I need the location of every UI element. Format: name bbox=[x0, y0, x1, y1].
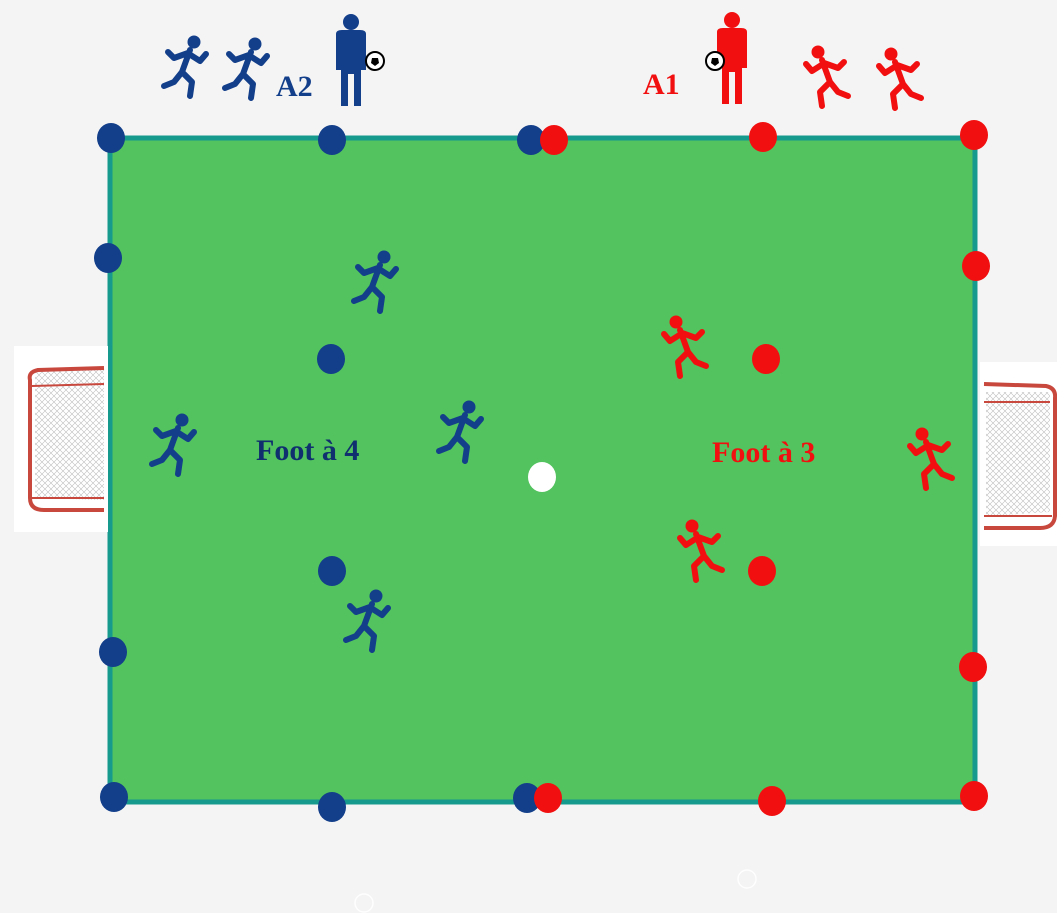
faint-ball-icons bbox=[355, 870, 756, 912]
running-player-icon bbox=[164, 36, 206, 96]
blue-cone-marker bbox=[318, 792, 346, 822]
red-cone-marker bbox=[749, 122, 777, 152]
blue-waiting-players bbox=[164, 36, 267, 98]
standing-player-with-ball-icon bbox=[336, 14, 384, 106]
running-player-icon bbox=[806, 46, 848, 106]
running-player-icon bbox=[225, 38, 267, 98]
red-cone-marker bbox=[758, 786, 786, 816]
red-cone-marker bbox=[534, 783, 562, 813]
soccer-ball-icon bbox=[738, 870, 756, 888]
blue-cone-marker bbox=[318, 125, 346, 155]
label-foot-a-4: Foot à 4 bbox=[256, 434, 359, 468]
right-goal-icon bbox=[980, 362, 1057, 546]
standing-player-with-ball-icon bbox=[706, 12, 747, 104]
red-cone-marker bbox=[540, 125, 568, 155]
soccer-ball-icon bbox=[355, 894, 373, 912]
label-a1: A1 bbox=[643, 68, 680, 102]
blue-cone-marker bbox=[317, 344, 345, 374]
soccer-ball-icon bbox=[366, 52, 384, 70]
red-cone-marker bbox=[752, 344, 780, 374]
soccer-ball-icon bbox=[706, 52, 724, 70]
red-cone-marker bbox=[960, 781, 988, 811]
blue-cone-marker bbox=[318, 556, 346, 586]
red-waiting-players bbox=[806, 46, 921, 108]
center-spot bbox=[528, 462, 556, 492]
blue-cone-marker bbox=[99, 637, 127, 667]
red-cone-marker bbox=[962, 251, 990, 281]
running-player-icon bbox=[879, 48, 921, 108]
blue-cone-marker bbox=[94, 243, 122, 273]
red-cone-marker bbox=[959, 652, 987, 682]
label-a2: A2 bbox=[276, 70, 313, 104]
label-foot-a-3: Foot à 3 bbox=[712, 436, 815, 470]
left-goal-icon bbox=[14, 346, 108, 532]
blue-cone-marker bbox=[100, 782, 128, 812]
red-cone-marker bbox=[748, 556, 776, 586]
red-cone-marker bbox=[960, 120, 988, 150]
blue-cone-marker bbox=[97, 123, 125, 153]
